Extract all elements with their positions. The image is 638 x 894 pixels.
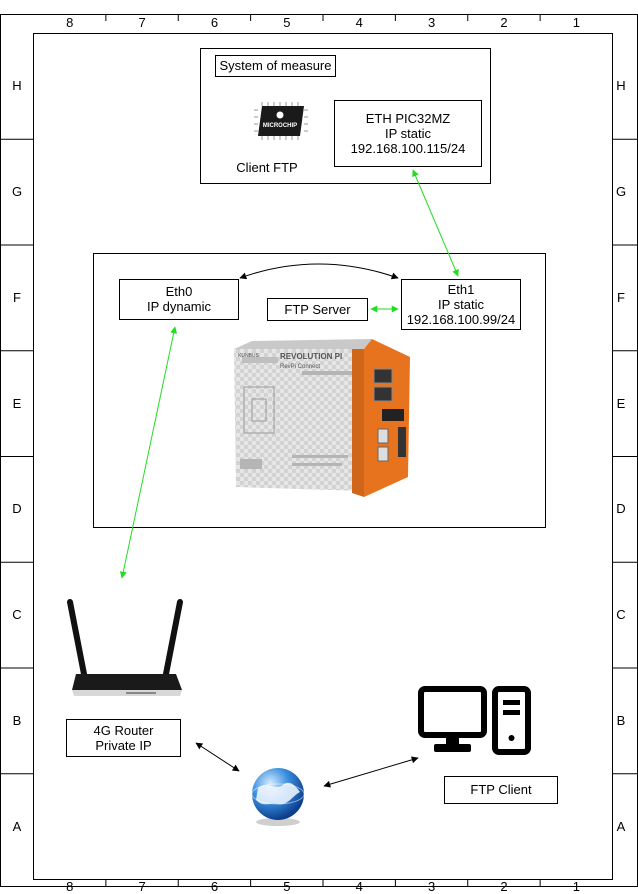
row-marker-left-e: E — [12, 395, 22, 411]
router-line-2: Private IP — [95, 738, 152, 753]
row-marker-right-a: A — [616, 818, 626, 834]
eth1-line-1: Eth1 — [447, 282, 475, 297]
desktop-computer-icon — [418, 686, 531, 755]
row-marker-left-f: F — [13, 289, 21, 305]
column-marker-bottom-7: 7 — [138, 879, 146, 894]
row-marker-left-a: A — [12, 818, 22, 834]
row-marker-left-d: D — [12, 501, 22, 517]
eth1-line-2: IP static — [437, 297, 484, 312]
column-marker-bottom-6: 6 — [210, 879, 219, 894]
eth0-line-1: Eth0 — [165, 284, 193, 299]
row-marker-right-d: D — [616, 501, 626, 517]
eth1-line-3: 192.168.100.99/24 — [406, 312, 516, 327]
device-brand-text: KUNBUS — [238, 353, 260, 359]
eth-pic32mz-line-1: ETH PIC32MZ — [365, 111, 451, 126]
eth0-box: Eth0 IP dynamic — [119, 279, 239, 320]
column-marker-bottom-5: 5 — [283, 879, 291, 894]
revolution-pi-device-icon: REVOLUTION PI RevPi Connect KUNBUS — [234, 339, 410, 497]
revpi-region — [93, 253, 546, 528]
row-marker-left-g: G — [11, 184, 23, 200]
eth-pic32mz-line-3: 192.168.100.115/24 — [350, 141, 466, 156]
row-marker-left-h: H — [12, 78, 22, 94]
column-marker-top-1: 1 — [572, 15, 580, 30]
row-marker-right-f: F — [617, 289, 625, 305]
eth1-box: Eth1 IP static 192.168.100.99/24 — [401, 279, 521, 330]
ftp-server-box: FTP Server — [267, 298, 368, 321]
row-marker-right-g: G — [615, 184, 627, 200]
row-marker-left-c: C — [12, 607, 22, 623]
client-ftp-label: Client FTP — [236, 160, 298, 175]
column-marker-bottom-8: 8 — [66, 879, 74, 894]
row-marker-left-b: B — [12, 712, 22, 728]
column-marker-top-6: 6 — [210, 15, 219, 30]
column-marker-bottom-1: 1 — [572, 879, 580, 894]
measure-system-region — [200, 48, 491, 184]
measure-system-title: System of measure — [215, 55, 336, 77]
column-marker-top-5: 5 — [283, 15, 291, 30]
column-marker-bottom-3: 3 — [427, 879, 436, 894]
column-marker-top-4: 4 — [355, 15, 363, 30]
internet-globe-icon — [251, 768, 305, 826]
eth-pic32mz-line-2: IP static — [384, 126, 431, 141]
column-marker-top-7: 7 — [138, 15, 146, 30]
device-model-text: RevPi Connect — [280, 364, 320, 370]
row-marker-right-b: B — [616, 712, 626, 728]
chip-brand-text: MICROCHIP — [263, 123, 297, 129]
ftp-client-box: FTP Client — [444, 776, 558, 804]
column-marker-top-2: 2 — [500, 15, 508, 30]
eth0-line-2: IP dynamic — [146, 299, 212, 314]
router-line-1: 4G Router — [93, 723, 154, 738]
column-marker-top-3: 3 — [427, 15, 436, 30]
row-marker-right-h: H — [616, 78, 626, 94]
column-marker-bottom-4: 4 — [355, 879, 363, 894]
device-title-text: REVOLUTION PI — [280, 352, 342, 361]
column-marker-top-8: 8 — [66, 15, 74, 30]
eth-pic32mz-box: ETH PIC32MZ IP static 192.168.100.115/24 — [334, 100, 482, 167]
microcontroller-chip-icon: MICROCHIP — [254, 102, 308, 140]
router-box: 4G Router Private IP — [66, 719, 181, 757]
column-marker-bottom-2: 2 — [500, 879, 508, 894]
4g-router-icon — [67, 599, 183, 696]
row-marker-right-e: E — [616, 395, 626, 411]
row-marker-right-c: C — [616, 607, 626, 623]
